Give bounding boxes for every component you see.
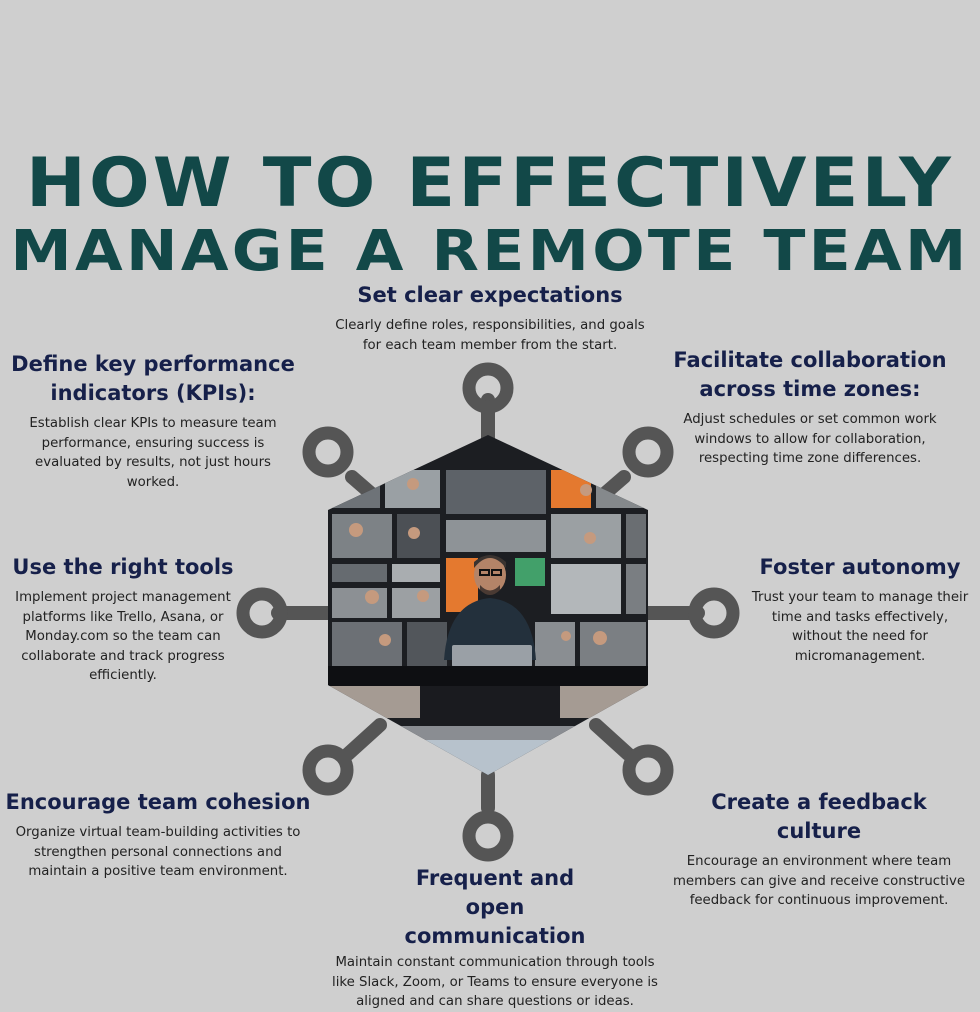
ring-upper-right-icon [622, 426, 674, 478]
heading-expectations: Set clear expectations [357, 283, 623, 307]
title-line-1: HOW TO EFFECTIVELY [26, 144, 954, 223]
heading-cohesion: Encourage team cohesion [5, 790, 311, 814]
body-kpis: Establish clear KPIs to measure team per… [29, 416, 277, 490]
heading-feedback: Create a feedback culture [711, 790, 927, 843]
body-cohesion: Organize virtual team-building activitie… [15, 825, 301, 879]
title-line-2: MANAGE A REMOTE TEAM [10, 219, 970, 284]
section-cohesion: Encourage team cohesion Organize virtual… [4, 788, 312, 882]
heading-timezones: Facilitate collaboration across time zon… [673, 348, 947, 401]
participant-faces [349, 478, 607, 646]
hub-graphic [236, 362, 740, 862]
ring-left-icon [236, 587, 288, 639]
body-expectations: Clearly define roles, responsibilities, … [335, 318, 645, 353]
body-timezones: Adjust schedules or set common work wind… [683, 412, 937, 466]
section-communication: Frequent and open communication Maintain… [325, 864, 665, 1012]
body-autonomy: Trust your team to manage their time and… [751, 590, 969, 664]
ring-top-icon [462, 362, 514, 414]
body-feedback: Encourage an environment where team memb… [672, 854, 966, 908]
section-feedback: Create a feedback culture Encourage an e… [666, 788, 972, 911]
heading-tools: Use the right tools [12, 555, 234, 579]
section-autonomy: Foster autonomy Trust your team to manag… [745, 553, 975, 666]
section-expectations: Set clear expectations Clearly define ro… [330, 281, 650, 355]
heading-communication: Frequent and open communication [404, 866, 586, 948]
body-communication: Maintain constant communication through … [332, 955, 658, 1009]
section-tools: Use the right tools Implement project ma… [0, 553, 246, 686]
ring-right-icon [688, 587, 740, 639]
ring-lower-right-icon [622, 744, 674, 796]
section-kpis: Define key performance indicators (KPIs)… [8, 350, 298, 492]
presenter-figure [444, 555, 536, 667]
heading-autonomy: Foster autonomy [759, 555, 961, 579]
body-tools: Implement project management platforms l… [15, 590, 231, 683]
ring-upper-left-icon [302, 426, 354, 478]
section-timezones: Facilitate collaboration across time zon… [660, 346, 960, 469]
ring-lower-left-icon [302, 744, 354, 796]
ring-bottom-icon [462, 810, 514, 862]
heading-kpis: Define key performance indicators (KPIs)… [11, 352, 295, 405]
connector-rings [236, 362, 740, 862]
